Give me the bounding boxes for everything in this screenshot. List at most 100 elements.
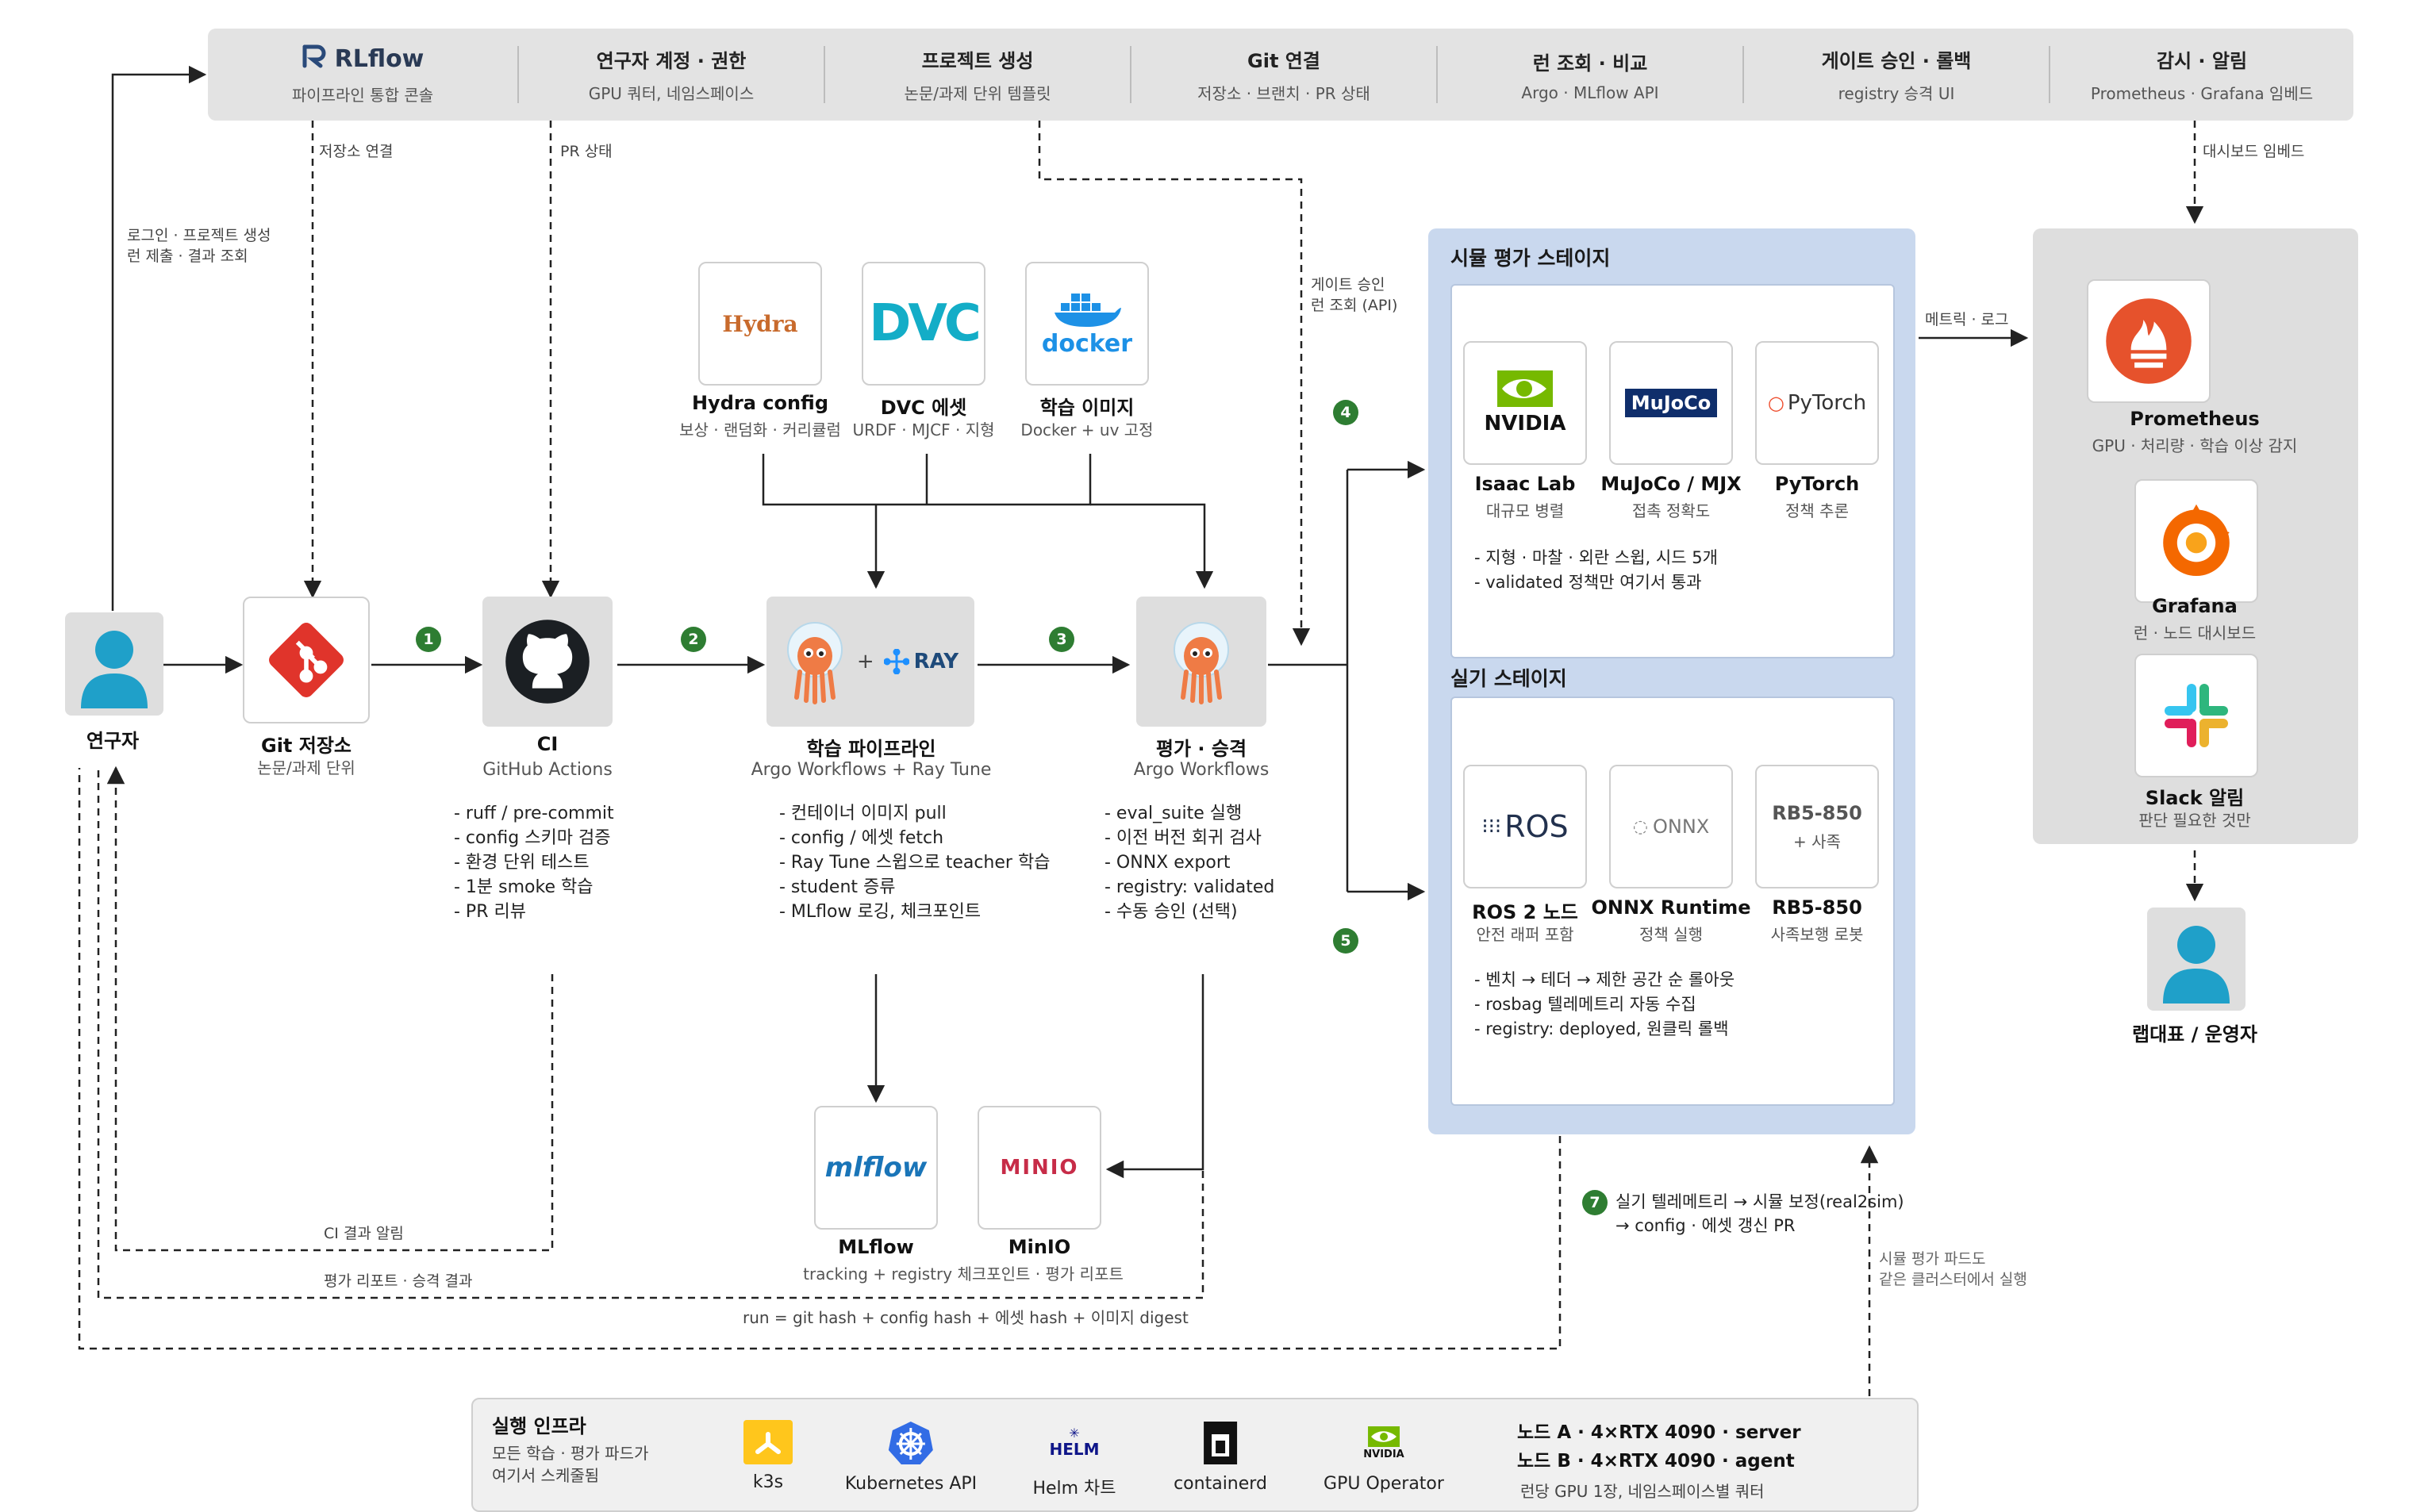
ray-logo-text: RAY [913, 650, 959, 673]
prometheus-title: Prometheus [2130, 408, 2260, 430]
slack-icon [2165, 684, 2228, 747]
dvc-title: DVC 에셋 [880, 397, 967, 419]
mujoco-logo-icon: MuJoCo [1624, 389, 1718, 417]
ci-bullets: - ruff / pre-commit- config 스키마 검증- 환경 단… [454, 804, 614, 922]
note-eval-report: 평가 리포트 · 승격 결과 [324, 1272, 473, 1290]
ros-card[interactable]: ⁝⁝⁝ ROS [1463, 765, 1587, 888]
git-repo-subtitle: 논문/과제 단위 [257, 758, 355, 777]
prometheus-card[interactable] [2087, 279, 2211, 403]
ci-title: CI [536, 733, 559, 755]
onnx-subtitle: 정책 실행 [1639, 925, 1703, 944]
argo-octopus-icon [1174, 622, 1229, 704]
grafana-card[interactable] [2134, 479, 2258, 603]
isaac-lab-subtitle: 대규모 병렬 [1485, 501, 1565, 520]
step-badge-2: 2 [681, 627, 706, 652]
infra-helm[interactable]: ✳ HELM Helm 차트 [1032, 1420, 1116, 1499]
researcher-label: 연구자 [86, 730, 140, 752]
note-dashboard-embed: 대시보드 임베드 [2203, 143, 2305, 160]
argo-octopus-icon [786, 622, 843, 704]
console-item-project[interactable]: 프로젝트 생성 논문/과제 단위 템플릿 [904, 50, 1051, 103]
step-badge-3: 3 [1049, 627, 1074, 652]
infra-k3s[interactable]: k3s [743, 1420, 793, 1492]
brand-subtitle: 파이프라인 통합 콘솔 [291, 85, 434, 105]
train-pipeline-card[interactable]: + RAY [766, 597, 974, 727]
hydra-subtitle: 보상 · 랜덤화 · 커리큘럼 [679, 420, 841, 439]
brand-name: RLflow [334, 45, 425, 73]
nvidia-eye-icon [1497, 370, 1553, 407]
rb5-card[interactable]: RB5-850 + 사족 [1755, 765, 1879, 888]
mlflow-title: MLflow [838, 1236, 914, 1258]
step-badge-5: 5 [1333, 928, 1358, 954]
person-icon [2163, 926, 2230, 1004]
pytorch-flame-icon: ○ [1767, 392, 1785, 414]
prometheus-subtitle: GPU · 처리량 · 학습 이상 감지 [2092, 436, 2298, 455]
ros-logo-text: ROS [1504, 809, 1569, 844]
eval-card[interactable] [1136, 597, 1266, 727]
step-badge-7: 7 [1582, 1190, 1608, 1215]
github-icon [505, 620, 590, 704]
console-item-git[interactable]: Git 연결 저장소 · 브랜치 · PR 상태 [1197, 50, 1370, 103]
grafana-title: Grafana [2152, 595, 2238, 617]
mujoco-subtitle: 접촉 정확도 [1631, 501, 1711, 520]
train-pipeline-title: 학습 파이프라인 [806, 738, 936, 760]
minio-logo-icon: MINIO [1000, 1156, 1079, 1180]
isaac-lab-title: Isaac Lab [1474, 473, 1576, 495]
containerd-icon [1203, 1422, 1237, 1464]
dvc-card[interactable]: DVC [862, 262, 985, 386]
ray-icon [883, 649, 909, 674]
console-brand[interactable]: RLflow 파이프라인 통합 콘솔 [208, 29, 517, 121]
minio-title: MinIO [1008, 1236, 1071, 1258]
researcher-avatar[interactable] [65, 612, 163, 716]
git-repo-title: Git 저장소 [261, 735, 352, 757]
hydra-card[interactable]: Hydra [698, 262, 822, 386]
docker-card[interactable]: docker [1025, 262, 1149, 386]
lab-lead-avatar[interactable] [2147, 908, 2246, 1011]
onnx-card[interactable]: ◌ ONNX [1609, 765, 1733, 888]
nvidia-icon: NVIDIA [1363, 1420, 1404, 1466]
git-repo-card[interactable] [243, 597, 370, 723]
docker-subtitle: Docker + uv 고정 [1020, 420, 1154, 439]
mujoco-card[interactable]: MuJoCo [1609, 341, 1733, 465]
helm-icon: ✳ HELM [1049, 1426, 1100, 1460]
train-pipeline-subtitle: Argo Workflows + Ray Tune [751, 760, 992, 780]
console-item-account[interactable]: 연구자 계정 · 권한 GPU 쿼터, 네임스페이스 [588, 50, 755, 103]
mlflow-logo-icon: mlflow [824, 1152, 928, 1184]
ci-card[interactable] [482, 597, 613, 727]
console-item-monitor[interactable]: 감시 · 알림 Prometheus · Grafana 임베드 [2090, 50, 2314, 103]
infra-nodes-note: 런당 GPU 1장, 네임스페이스별 쿼터 [1520, 1482, 1765, 1501]
sim-stage-title: 시뮬 평가 스테이지 [1450, 247, 1611, 270]
dvc-subtitle: URDF · MJCF · 지형 [852, 420, 995, 439]
pytorch-title: PyTorch [1774, 473, 1860, 495]
isaac-lab-card[interactable]: NVIDIA [1463, 341, 1587, 465]
sim-stage-bullets: - 지형 · 마찰 · 외란 스윕, 시드 5개- validated 정책만 … [1474, 548, 1718, 592]
rb5-logo-text: RB5-850 [1772, 801, 1862, 824]
slack-card[interactable] [2134, 654, 2258, 777]
infra-containerd[interactable]: containerd [1174, 1420, 1267, 1494]
step-badge-4: 4 [1333, 400, 1358, 425]
step-badge-1: 1 [416, 627, 441, 652]
infra-gpu-operator[interactable]: NVIDIA GPU Operator [1323, 1420, 1444, 1494]
ci-subtitle: GitHub Actions [482, 760, 613, 780]
console-item-gate[interactable]: 게이트 승인 · 롤백 registry 승격 UI [1821, 50, 1972, 103]
slack-subtitle: 판단 필요한 것만 [2138, 811, 2251, 830]
pytorch-card[interactable]: ○ PyTorch [1755, 341, 1879, 465]
note-metrics-logs: 메트릭 · 로그 [1925, 311, 2009, 328]
pipeline-console-bar: RLflow 파이프라인 통합 콘솔 연구자 계정 · 권한 GPU 쿼터, 네… [208, 29, 2353, 121]
rlflow-logo-icon [302, 44, 328, 75]
ros-title: ROS 2 노드 [1472, 901, 1578, 923]
rb5-subtitle: 사족보행 로봇 [1770, 925, 1864, 944]
infra-kubernetes[interactable]: Kubernetes API [845, 1420, 977, 1494]
mlflow-card[interactable]: mlflow [814, 1106, 938, 1230]
eval-bullets: - eval_suite 실행- 이전 버전 회귀 검사- ONNX expor… [1105, 804, 1275, 922]
console-item-runs[interactable]: 런 조회 · 비교 Argo · MLflow API [1521, 52, 1659, 102]
real-stage-bullets: - 벤치 → 테더 → 제한 공간 순 롤아웃- rosbag 텔레메트리 자동… [1474, 970, 1735, 1038]
minio-card[interactable]: MINIO [978, 1106, 1101, 1230]
note-real-telemetry: 실기 텔레메트리 → 시뮬 보정(real2sim)→ config · 에셋 … [1615, 1192, 1904, 1235]
ros-subtitle: 안전 래퍼 포함 [1476, 925, 1574, 944]
kubernetes-icon [889, 1422, 933, 1464]
docker-logo-text: docker [1041, 329, 1133, 358]
